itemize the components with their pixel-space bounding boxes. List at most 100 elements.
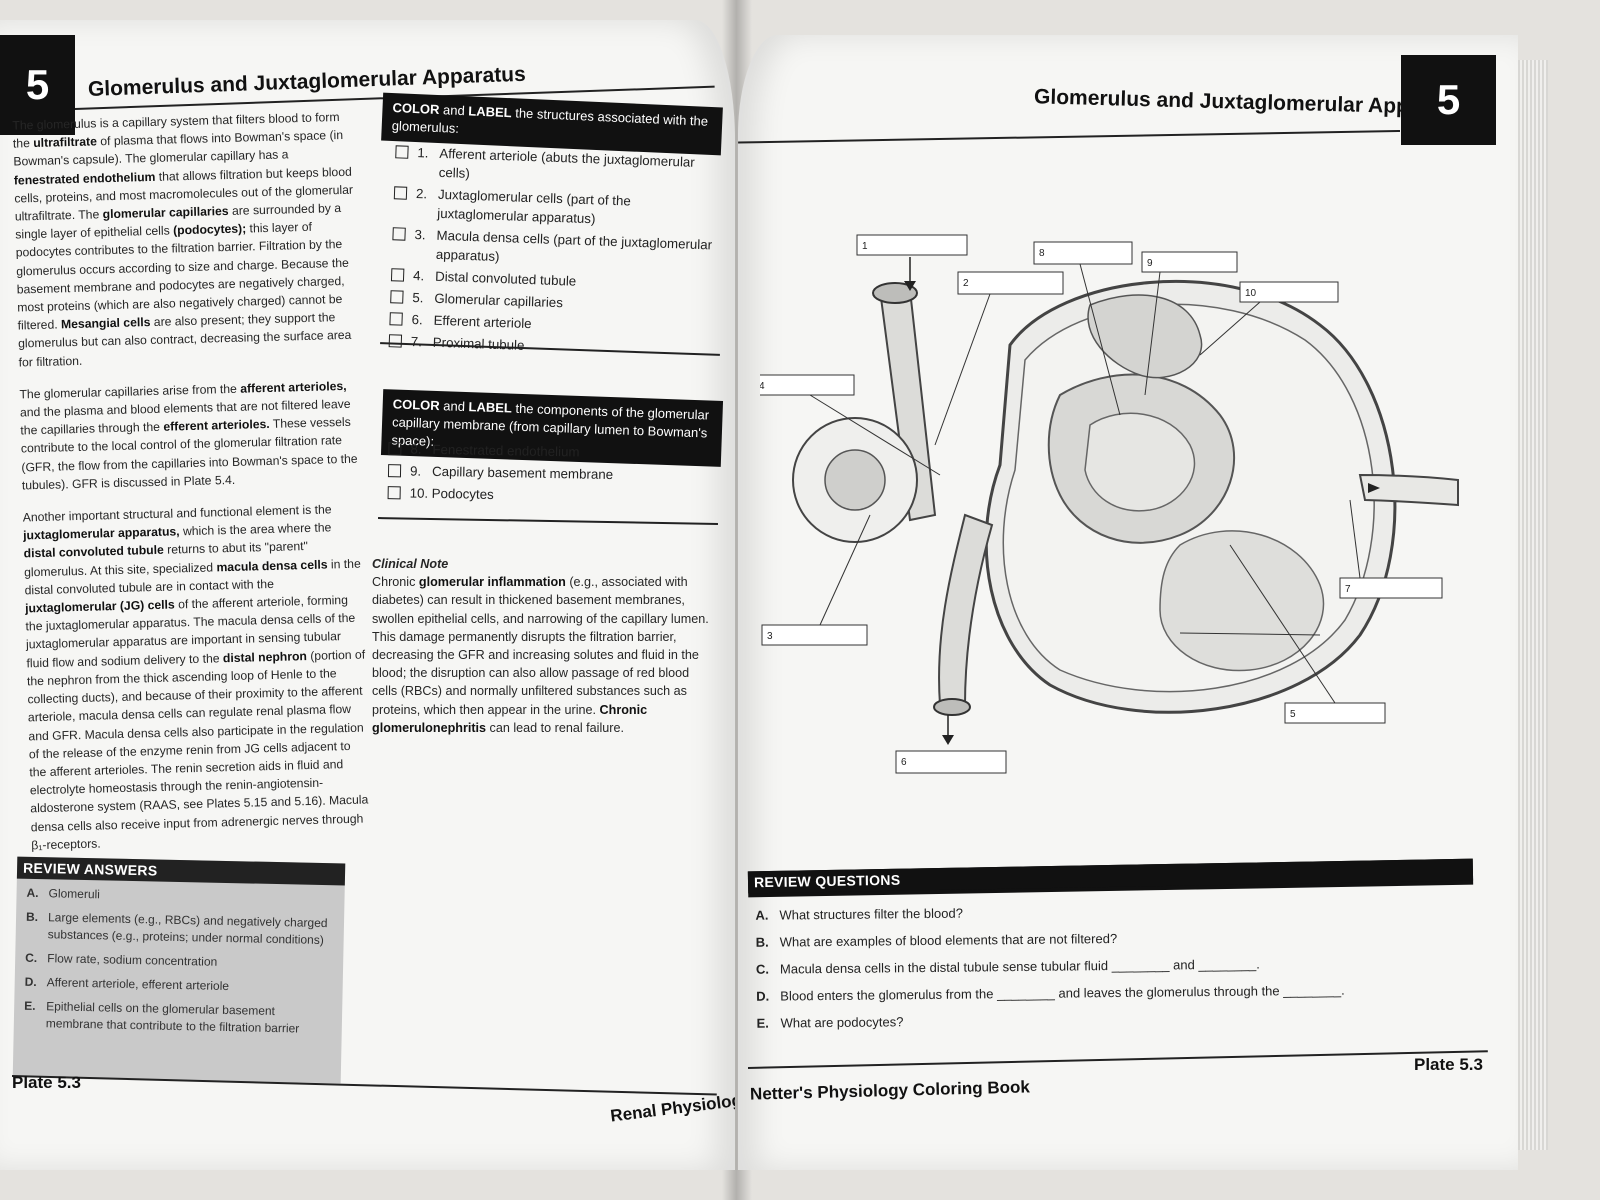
label-box-5[interactable]: 5 <box>1284 702 1386 724</box>
capillary-loop-upper <box>1087 294 1203 379</box>
footer-section-name: Renal Physiology <box>609 1089 735 1126</box>
svg-text:5: 5 <box>1290 709 1296 720</box>
checkbox-icon[interactable] <box>390 290 404 304</box>
footer-rule <box>11 1075 717 1096</box>
item-letter: E. <box>24 998 36 1014</box>
review-question: A.What structures filter the blood? <box>755 899 1475 925</box>
chapter-number: 5 <box>25 61 50 108</box>
efferent-arteriole <box>938 513 994 706</box>
checklist-item: 9. Capillary basement membrane <box>387 461 718 486</box>
item-number: 6. <box>411 311 423 328</box>
item-letter: B. <box>755 934 769 950</box>
review-question: E.What are podocytes? <box>756 1007 1476 1033</box>
review-questions-band: REVIEW QUESTIONS <box>747 858 1474 898</box>
item-letter: C. <box>755 961 770 977</box>
svg-text:9: 9 <box>1147 258 1153 269</box>
checkbox-icon[interactable] <box>392 227 406 241</box>
plate-number-right: Plate 5.3 <box>1414 1055 1483 1074</box>
svg-text:4: 4 <box>760 381 765 392</box>
checkbox-icon[interactable] <box>387 464 402 478</box>
checkbox-icon[interactable] <box>387 486 401 500</box>
label-box-3[interactable]: 3 <box>761 624 868 646</box>
item-text: Macula densa cells in the distal tubule … <box>779 956 1260 977</box>
label-box-8[interactable]: 8 <box>1033 241 1133 265</box>
checklist-rule-2 <box>378 517 718 525</box>
podocyte-region <box>1159 530 1325 672</box>
page-edge-stack <box>1518 60 1548 1150</box>
item-text: Juxtaglomerular cells (part of the juxta… <box>437 186 632 227</box>
label-box-6[interactable]: 6 <box>895 750 1007 774</box>
checkbox-icon[interactable] <box>393 186 408 200</box>
item-text: Glomeruli <box>48 886 101 902</box>
checkbox-icon[interactable] <box>388 442 402 456</box>
svg-text:10: 10 <box>1245 288 1257 299</box>
item-text: Glomerular capillaries <box>434 290 564 311</box>
plate-number-left: Plate 5.3 <box>12 1073 81 1092</box>
item-text: What are examples of blood elements that… <box>779 930 1118 950</box>
item-text: Flow rate, sodium concentration <box>47 951 218 969</box>
label-box-7[interactable]: 7 <box>1339 577 1443 599</box>
label-box-1[interactable]: 1 <box>856 234 968 256</box>
review-question: D.Blood enters the glomerulus from the _… <box>756 980 1476 1006</box>
structures-checklist: 1.Afferent arteriole (abuts the juxtaglo… <box>388 142 725 364</box>
item-number: 2. <box>415 186 428 202</box>
item-number: 9. <box>409 463 422 479</box>
flow-arrowhead-out <box>942 735 954 745</box>
clinical-note: Clinical Note Chronic glomerular inflamm… <box>372 555 717 737</box>
checkbox-icon[interactable] <box>389 312 403 326</box>
review-answer: D.Afferent arteriole, efferent arteriole <box>25 974 333 997</box>
item-text: Podocytes <box>431 485 494 502</box>
item-number: 7. <box>410 333 423 350</box>
svg-text:7: 7 <box>1345 584 1351 595</box>
left-page: 5 Glomerulus and Juxtaglomerular Apparat… <box>0 20 735 1170</box>
right-chapter-number: 5 <box>1436 76 1461 123</box>
intro-paragraph-3: Another important structural and functio… <box>22 502 369 853</box>
item-letter: B. <box>25 909 39 925</box>
distal-tubule-lumen <box>824 449 886 511</box>
item-text: Efferent arteriole <box>433 312 532 332</box>
review-questions-list: A.What structures filter the blood? B. Wha… <box>755 899 1476 1042</box>
item-text: Epithelial cells on the glomerular basem… <box>45 999 300 1036</box>
proximal-tubule <box>1358 473 1459 507</box>
label-box-4[interactable]: 4 <box>760 374 855 396</box>
review-answer: E. Epithelial cells on the glomerular bas… <box>24 998 333 1038</box>
right-footer-rule <box>747 1050 1488 1069</box>
review-answer: A.Glomeruli <box>26 885 334 908</box>
item-letter: A. <box>755 907 769 923</box>
item-text: Capillary basement membrane <box>431 463 614 483</box>
book-title: Netter's Physiology Coloring Book <box>749 1077 1031 1104</box>
right-chapter-number-box: 5 <box>1401 55 1496 145</box>
item-number: 1. <box>417 145 429 161</box>
glomerulus-diagram: 1 2 3 4 5 6 7 8 9 10 <box>760 234 1459 774</box>
item-text: Distal convoluted tubule <box>434 268 577 289</box>
intro-paragraph-1: The glomerulus is a capillary system tha… <box>12 110 354 370</box>
item-number: 4. <box>412 267 425 284</box>
item-letter: D. <box>24 974 37 990</box>
checkbox-icon[interactable] <box>395 145 409 159</box>
item-text: Macula densa cells (part of the juxtaglo… <box>435 227 713 264</box>
svg-text:8: 8 <box>1039 248 1045 259</box>
label-box-9[interactable]: 9 <box>1141 251 1238 273</box>
review-answer: C. Flow rate, sodium concentration <box>25 950 333 973</box>
item-letter: D. <box>756 988 770 1004</box>
clinical-note-title: Clinical Note <box>372 557 449 571</box>
efferent-arteriole-opening <box>933 698 971 716</box>
checkbox-icon[interactable] <box>388 334 403 348</box>
review-questions-title: REVIEW QUESTIONS <box>747 858 1474 894</box>
checkbox-icon[interactable] <box>390 268 405 282</box>
label-box-2[interactable]: 2 <box>957 271 1064 295</box>
svg-text:6: 6 <box>901 757 907 768</box>
clinical-note-text: Chronic glomerular inflammation (e.g., a… <box>372 575 709 735</box>
item-letter: C. <box>25 950 38 966</box>
svg-text:1: 1 <box>862 241 868 252</box>
item-text: Large elements (e.g., RBCs) and negative… <box>47 910 328 948</box>
item-number: 3. <box>414 227 426 243</box>
label-box-10[interactable]: 10 <box>1239 281 1339 303</box>
flow-arrowhead-in <box>904 281 916 291</box>
right-header-rule <box>738 130 1401 144</box>
leader-lines <box>809 263 1361 704</box>
item-number: 5. <box>412 289 424 306</box>
chapter-number-box: 5 <box>0 35 75 135</box>
